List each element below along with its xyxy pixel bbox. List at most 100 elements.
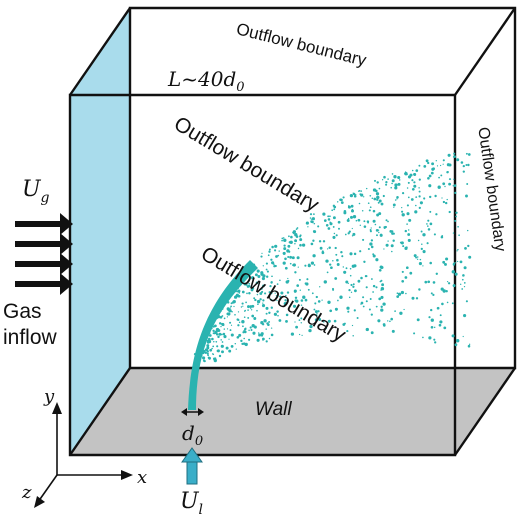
spray-droplet (418, 190, 421, 193)
spray-droplet (247, 309, 249, 311)
spray-droplet (222, 332, 226, 336)
spray-droplet (347, 232, 350, 235)
spray-droplet (407, 233, 411, 236)
spray-droplet (372, 291, 374, 293)
spray-droplet (382, 194, 385, 198)
spray-droplet (276, 299, 278, 302)
spray-droplet (348, 288, 351, 292)
spray-droplet (282, 261, 286, 265)
spray-droplet (408, 218, 412, 222)
spray-droplet (379, 280, 382, 283)
spray-droplet (290, 332, 295, 336)
spray-droplet (212, 345, 215, 348)
spray-droplet (260, 287, 263, 290)
spray-droplet (221, 350, 224, 354)
spray-droplet (431, 162, 435, 166)
spray-droplet (229, 329, 232, 332)
spray-droplet (353, 309, 356, 312)
spray-droplet (310, 261, 315, 265)
spray-droplet (414, 210, 418, 214)
gas-velocity-label: Ug (22, 177, 50, 206)
spray-droplet (256, 299, 261, 304)
spray-droplet (241, 342, 244, 346)
spray-droplet (378, 199, 382, 203)
spray-droplet (458, 234, 460, 237)
spray-droplet (416, 258, 419, 261)
spray-droplet (430, 171, 434, 175)
spray-droplet (313, 308, 316, 311)
spray-droplet (342, 196, 345, 199)
spray-droplet (411, 187, 415, 191)
spray-droplet (346, 330, 349, 333)
spray-droplet (370, 331, 374, 335)
gas-inflow-line2: inflow (3, 326, 58, 349)
spray-droplet (453, 178, 455, 180)
spray-droplet (457, 225, 459, 228)
spray-droplet (332, 288, 335, 291)
spray-droplet (238, 292, 241, 294)
spray-droplet (356, 316, 359, 320)
spray-droplet (428, 174, 432, 178)
gas-arrow-4 (15, 273, 73, 295)
spray-droplet (218, 322, 222, 325)
spray-droplet (313, 213, 315, 216)
spray-droplet (276, 283, 279, 285)
gas-inflow-line1: Gas (3, 300, 42, 323)
spray-droplet (397, 182, 401, 186)
spray-droplet (339, 295, 343, 299)
spray-droplet (269, 285, 272, 288)
spray-droplet (352, 232, 356, 236)
spray-droplet (378, 297, 382, 301)
spray-droplet (442, 289, 446, 293)
spray-droplet (369, 242, 373, 246)
spray-droplet (422, 250, 426, 254)
gas-arrow-2 (15, 233, 73, 255)
spray-droplet (287, 244, 291, 248)
right-outflow-label: Outflow boundary (474, 126, 508, 253)
spray-droplet (380, 287, 385, 291)
spray-droplet (336, 263, 340, 266)
spray-droplet (257, 332, 260, 334)
spray-droplet (275, 255, 278, 258)
spray-droplet (350, 215, 353, 219)
spray-droplet (428, 336, 432, 340)
spray-droplet (438, 176, 440, 179)
spray-droplet (242, 305, 244, 307)
spray-droplet (442, 163, 444, 165)
spray-droplet (262, 337, 265, 341)
spray-droplet (372, 188, 377, 192)
spray-droplet (391, 182, 393, 185)
spray-droplet (264, 292, 267, 295)
spray-droplet (368, 308, 371, 311)
spray-droplet (285, 313, 289, 317)
gas-inflow-arrows (15, 213, 73, 295)
spray-droplet (396, 295, 400, 298)
spray-droplet (420, 230, 423, 233)
spray-droplet (215, 330, 218, 333)
spray-droplet (375, 229, 379, 232)
spray-droplet (346, 306, 350, 310)
spray-droplet (294, 321, 296, 323)
spray-droplet (285, 280, 289, 284)
spray-droplet (381, 179, 384, 181)
spray-droplet (277, 314, 279, 317)
spray-droplet (396, 198, 398, 200)
spray-droplet (206, 350, 209, 353)
spray-droplet (228, 349, 232, 353)
spray-droplet (462, 335, 464, 338)
spray-droplet (421, 243, 423, 245)
spray-droplet (334, 307, 338, 311)
spray-droplet (327, 319, 331, 323)
spray-droplet (274, 264, 277, 268)
spray-droplet (297, 247, 300, 250)
spray-droplet (437, 185, 441, 189)
spray-droplet (429, 210, 432, 213)
spray-droplet (238, 321, 241, 324)
spray-droplet (299, 243, 302, 247)
spray-droplet (396, 196, 399, 199)
spray-droplet (430, 325, 434, 329)
spray-droplet (253, 317, 257, 320)
spray-droplet (212, 329, 215, 332)
spray-droplet (329, 215, 331, 218)
spray-droplet (208, 334, 212, 337)
